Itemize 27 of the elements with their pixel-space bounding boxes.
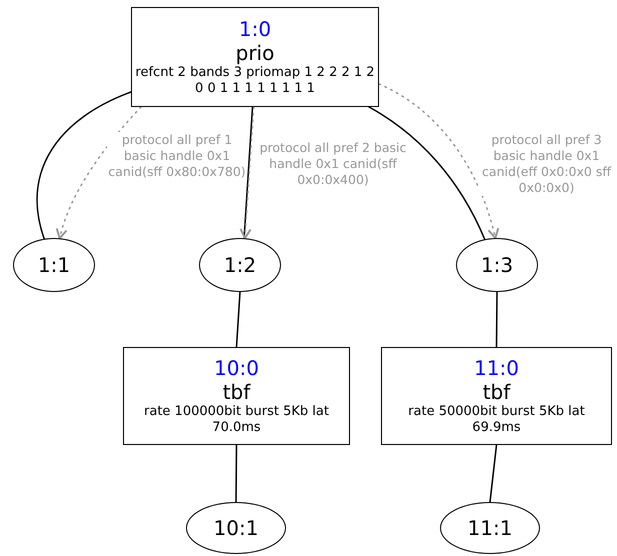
class-handle: 1:1 — [38, 253, 70, 277]
class-handle: 10:1 — [214, 516, 258, 540]
qdisc-box — [381, 347, 612, 445]
qdisc-handle: 1:0 — [238, 17, 272, 41]
connector-line — [489, 444, 498, 503]
connector-line — [36, 91, 132, 240]
parameter-text: refcnt 2 bands 3 priomap 1 2 2 2 1 2 0 0 1 1 1 1 1 1 1 1 — [135, 65, 375, 97]
connector-line — [236, 291, 241, 348]
parameter-text: rate 50000bit burst 5Kb lat 69.9ms — [407, 404, 586, 436]
qdisc-name: tbf — [482, 380, 510, 404]
qdisc-box — [123, 347, 350, 445]
qdisc-box — [131, 7, 379, 107]
parameter-text: rate 100000bit burst 5Kb lat 70.0ms — [143, 404, 330, 436]
edge-label: protocol all pref 1 basic handle 0x1 canid(sff 0x80:0x780) — [107, 132, 247, 180]
qdisc-handle: 10:0 — [214, 356, 259, 380]
connector-line — [496, 291, 498, 348]
qdisc-name: prio — [236, 41, 274, 65]
filter-arrow — [240, 106, 254, 240]
filter-arrow — [56, 106, 142, 240]
qdisc-handle: 11:0 — [474, 356, 519, 380]
class-handle: 1:3 — [480, 253, 514, 277]
qdisc-name: tbf — [222, 380, 250, 404]
connector-line — [235, 444, 238, 503]
class-handle: 1:2 — [224, 253, 256, 277]
connector-line — [368, 106, 486, 240]
class-handle: 11:1 — [468, 516, 512, 540]
filter-arrow — [378, 83, 499, 240]
